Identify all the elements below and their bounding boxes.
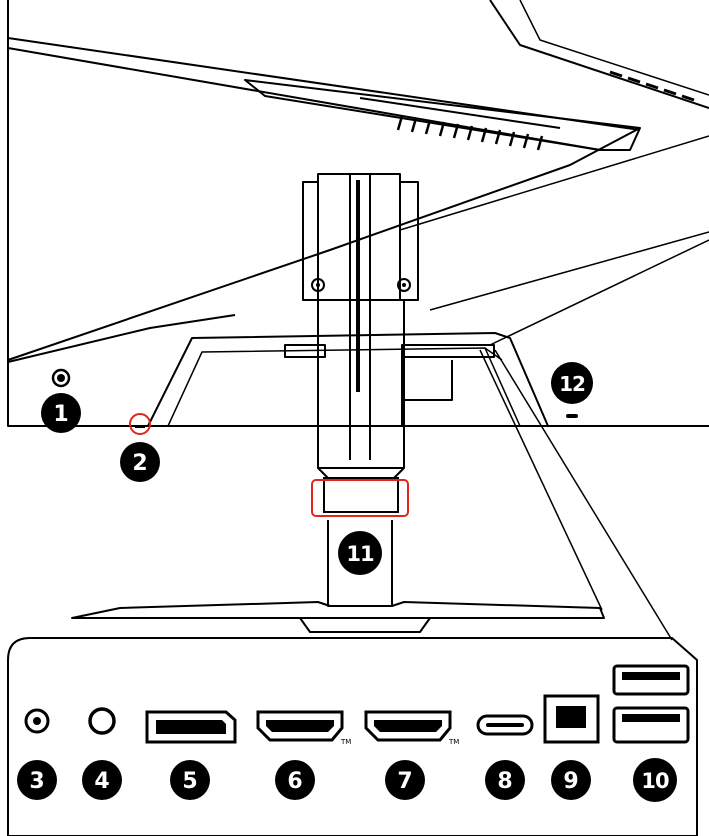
callout-badge-1: 1 <box>41 393 81 433</box>
callout-badge-12: 12 <box>551 362 593 404</box>
callout-7-label: 7 <box>397 769 412 794</box>
callout-8-label: 8 <box>497 769 512 794</box>
vent-grille <box>244 79 641 151</box>
callout-5-label: 5 <box>182 769 197 794</box>
callout-11-label: 11 <box>346 542 374 566</box>
callout-badge-7: 7 <box>385 760 425 800</box>
cable-holder-illustration <box>311 477 409 517</box>
hdmi-2-trademark: TM <box>448 738 459 746</box>
callout-badge-2: 2 <box>120 442 160 482</box>
callout-badge-3: 3 <box>17 760 57 800</box>
stand <box>71 173 605 633</box>
displayport-port-icon <box>145 710 237 744</box>
callout-3-label: 3 <box>29 769 44 794</box>
kensington-lock-illustration <box>566 414 578 418</box>
callout-badge-9: 9 <box>551 760 591 800</box>
hdmi-1-trademark: TM <box>340 738 351 746</box>
callout-badge-8: 8 <box>485 760 525 800</box>
hdmi-port-2-icon <box>364 710 452 742</box>
usb-type-b-port-icon <box>543 694 600 744</box>
leader-lines <box>479 347 673 641</box>
hdmi-port-1-icon <box>256 710 344 742</box>
monitor-back <box>7 0 709 427</box>
callout-12-label: 12 <box>559 372 585 396</box>
callout-10-label: 10 <box>641 769 669 793</box>
joystick-illustration <box>129 413 151 435</box>
power-button-illustration <box>51 368 71 388</box>
hinge-screws <box>311 278 411 292</box>
callout-badge-11: 11 <box>338 531 382 575</box>
callout-badge-10: 10 <box>633 758 677 802</box>
audio-jack-port-icon <box>24 708 50 734</box>
callout-6-label: 6 <box>287 769 302 794</box>
callout-2-label: 2 <box>132 451 147 476</box>
callout-badge-5: 5 <box>170 760 210 800</box>
usb-type-a-ports-icon <box>612 664 690 744</box>
callout-9-label: 9 <box>563 769 578 794</box>
callout-1-label: 1 <box>53 402 68 427</box>
dc-jack-port-icon <box>88 707 116 735</box>
callout-4-label: 4 <box>94 769 109 794</box>
callout-badge-6: 6 <box>275 760 315 800</box>
usb-type-c-port-icon <box>476 714 534 736</box>
stand-mount-bracket <box>147 332 549 427</box>
upper-vent-slots <box>609 70 695 102</box>
io-panel-frame <box>7 637 698 836</box>
callout-badge-4: 4 <box>82 760 122 800</box>
